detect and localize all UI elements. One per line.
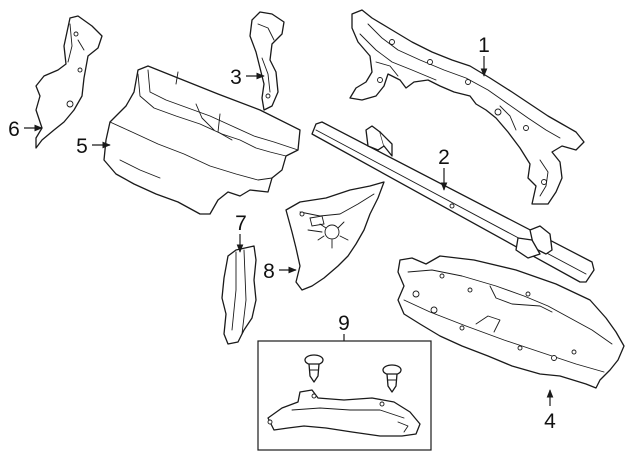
callout-labels: 1 2 3 4 5 6 7 8 9 — [8, 34, 556, 433]
part-2-tie-bar — [311, 121, 595, 283]
part-9-kit — [257, 340, 432, 451]
part-5-air-deflector — [103, 65, 301, 215]
callout-2: 2 — [438, 146, 450, 169]
push-clip-right — [382, 364, 402, 393]
callout-9: 9 — [338, 312, 350, 335]
callout-5: 5 — [76, 135, 88, 158]
callout-1: 1 — [478, 34, 490, 57]
part-4-splash-shield — [397, 255, 625, 389]
callout-6: 6 — [8, 118, 20, 141]
leader-lines — [24, 56, 554, 406]
callout-4: 4 — [544, 410, 556, 433]
part-1-upper-support — [349, 9, 585, 205]
part-7-seal — [221, 245, 257, 345]
callout-3: 3 — [230, 66, 242, 89]
callout-8: 8 — [263, 260, 275, 283]
part-8-corner-guide — [285, 181, 385, 291]
part-6-side-guide — [35, 15, 103, 149]
kit-shield — [267, 389, 421, 437]
part-3-bracket — [249, 11, 285, 111]
callout-7: 7 — [235, 212, 247, 235]
push-clip-left — [304, 354, 324, 383]
